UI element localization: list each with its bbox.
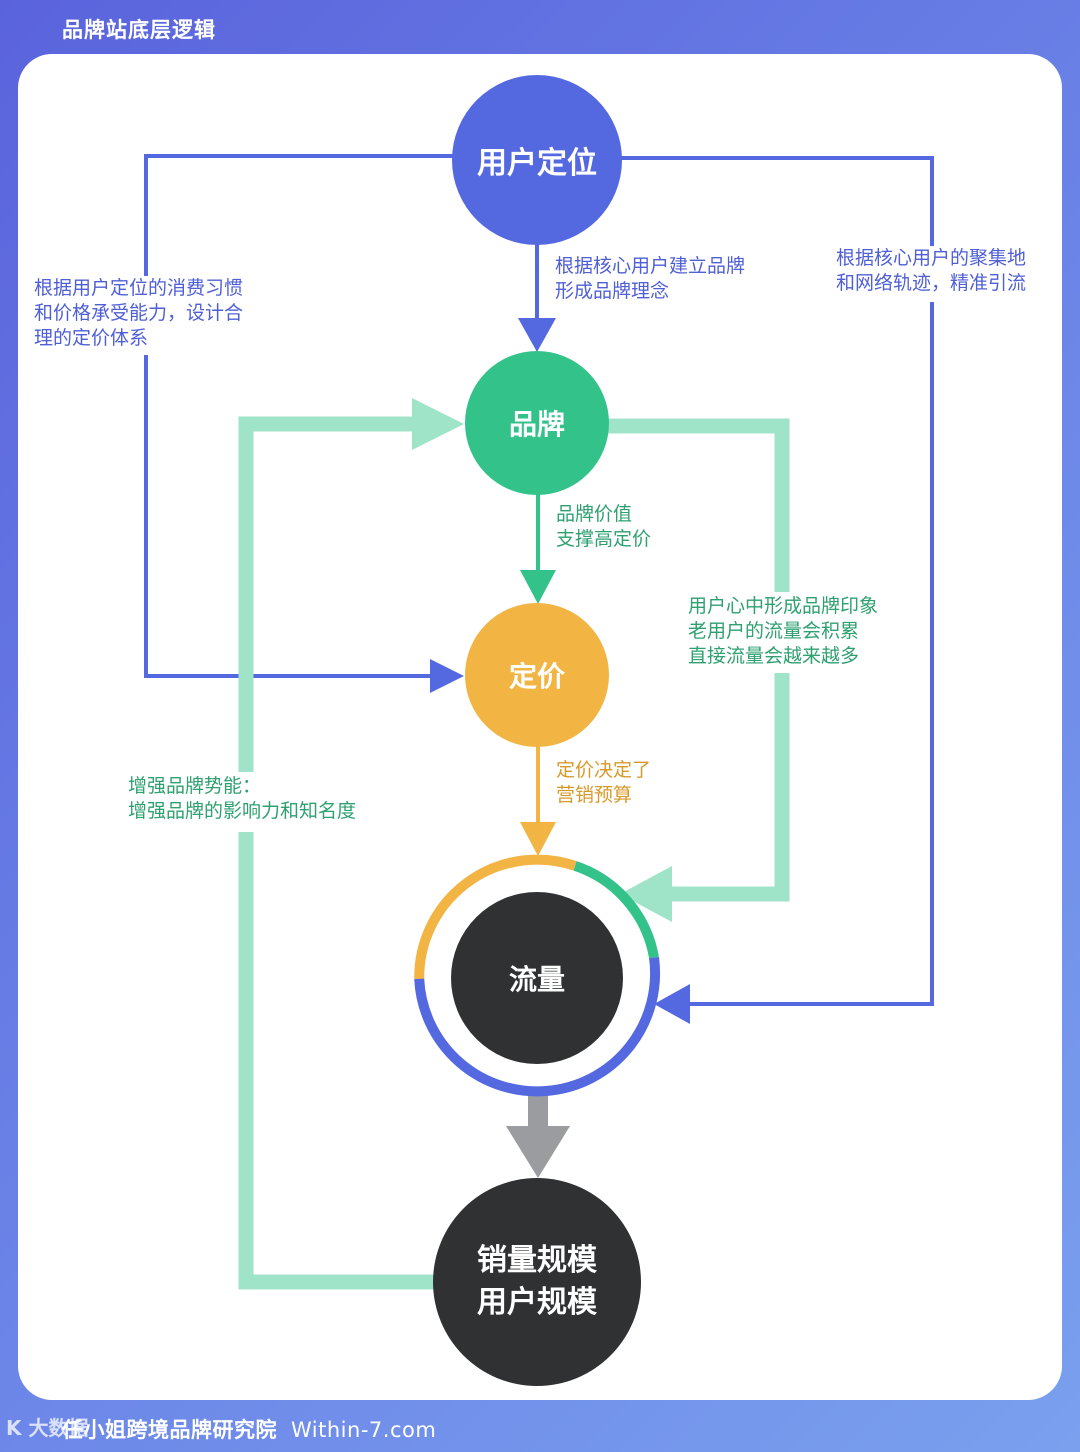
label-pricing-budget: 定价决定了 营销预算 — [556, 759, 652, 806]
node-brand — [465, 351, 609, 495]
footer-org: 任小姐跨境品牌研究院 — [62, 1418, 277, 1442]
node-scale — [433, 1178, 641, 1386]
node-pricing-label: 定价 — [508, 660, 565, 693]
node-scale-line2: 用户规模 — [477, 1285, 597, 1320]
label-brand-value: 品牌价值 支撑高定价 — [556, 503, 652, 550]
label-left-pricing: 根据用户定位的消费习惯 和价格承受能力，设计合 理的定价体系 — [34, 276, 244, 355]
node-scale-label: 销量规模 用户规模 — [433, 1238, 641, 1326]
node-pricing — [465, 603, 609, 747]
footer: 任小姐跨境品牌研究院 Within-7.com — [62, 1414, 436, 1444]
edge-traffic-to-scale — [528, 1096, 548, 1130]
arrowhead-brand-loop — [412, 398, 464, 450]
label-top-down: 根据核心用户建立品牌 形成品牌理念 — [555, 255, 746, 302]
arrowhead-traffic-orange — [520, 822, 556, 856]
label-right-traffic: 根据核心用户的聚集地 和网络轨迹，精准引流 — [836, 246, 1031, 302]
node-user-positioning-label: 用户定位 — [477, 146, 597, 181]
arrowhead-brand — [518, 318, 556, 352]
arrowhead-pricing — [430, 659, 464, 693]
node-user-positioning — [452, 75, 622, 245]
edge-scale-to-brand — [238, 416, 440, 1290]
arrowhead-scale — [506, 1126, 570, 1178]
footer-domain: Within-7.com — [291, 1418, 437, 1442]
page-title: 品牌站底层逻辑 — [62, 18, 216, 42]
label-brand-impression: 用户心中形成品牌印象 老用户的流量会积累 直接流量会越来越多 — [688, 592, 883, 673]
arrowhead-traffic-loop — [620, 866, 672, 922]
watermark: K 大数据 — [6, 1416, 89, 1440]
traffic-ring — [414, 854, 661, 1097]
node-brand-label: 品牌 — [508, 408, 565, 441]
node-traffic-label: 流量 — [508, 963, 565, 996]
node-traffic — [451, 892, 623, 1064]
edge-user-to-traffic — [616, 156, 934, 1006]
node-scale-line1: 销量规模 — [477, 1243, 597, 1278]
label-brand-momentum: 增强品牌势能： 增强品牌的影响力和知名度 — [128, 772, 361, 832]
arrowhead-traffic — [654, 984, 690, 1024]
edge-user-to-pricing — [144, 154, 458, 678]
arrowhead-pricing-green — [520, 570, 556, 604]
